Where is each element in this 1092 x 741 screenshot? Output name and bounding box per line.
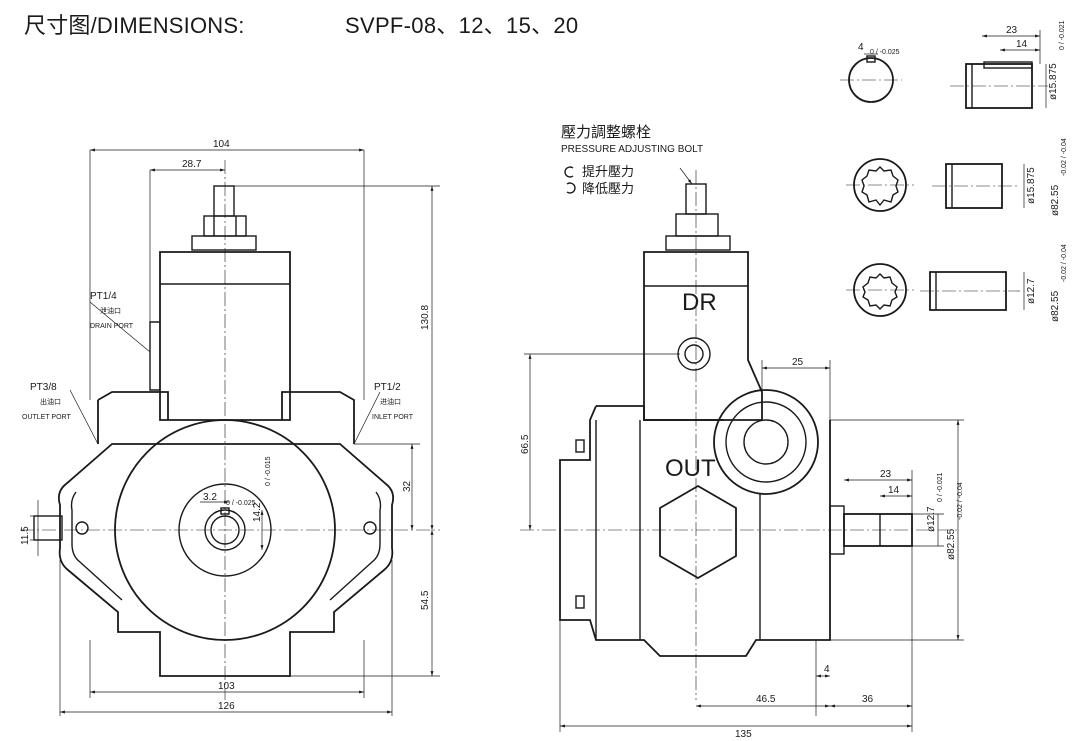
drawing-title: 尺寸图/DIMENSIONS: bbox=[24, 13, 245, 38]
adjust-bolt-cn: 壓力調整螺栓 bbox=[561, 124, 651, 141]
spline1-pilot-tol: -0.02 / -0.04 bbox=[1061, 138, 1068, 176]
dim-32: 32 bbox=[402, 480, 413, 492]
adjust-bolt-en: PRESSURE ADJUSTING BOLT bbox=[561, 144, 703, 155]
outlet-boss bbox=[713, 389, 819, 495]
dim-key-tol: 0 / -0.025 bbox=[226, 500, 256, 507]
out-label: OUT bbox=[665, 455, 716, 482]
shaft-options: 4 0 / -0.025 23 14 ø15.875 0 / -0.021 ø1… bbox=[840, 20, 1068, 322]
side-dim-135: 135 bbox=[735, 729, 752, 740]
side-view: 壓力調整螺栓 PRESSURE ADJUSTING BOLT 提升壓力 降低壓力… bbox=[520, 124, 964, 740]
dim-11-5: 11.5 bbox=[20, 526, 31, 545]
outlet-port bbox=[743, 419, 789, 465]
side-dim-66-5: 66.5 bbox=[520, 434, 531, 454]
inlet-port-en: INLET PORT bbox=[372, 414, 414, 421]
front-view: 104 28.7 130.8 32 54.5 11.5 3.2 0 / -0.0… bbox=[20, 139, 440, 716]
mount-hole-left bbox=[75, 521, 89, 535]
key-shaft-dia: ø15.875 bbox=[1048, 63, 1059, 100]
inlet-hex bbox=[659, 484, 737, 580]
side-dim-46-5: 46.5 bbox=[756, 694, 776, 705]
side-dim-23: 23 bbox=[880, 469, 892, 480]
key-shaft-len: 23 bbox=[1006, 25, 1018, 36]
dim-shaft-depth: 14.2 bbox=[252, 502, 263, 522]
side-dim-36: 36 bbox=[862, 694, 874, 705]
outlet-port-cn: 出油口 bbox=[40, 397, 61, 406]
side-shaft-dia-tol: 0 / -0.021 bbox=[937, 472, 944, 502]
key-width-tol: 0 / -0.025 bbox=[870, 49, 900, 56]
increase-pressure: 提升壓力 bbox=[582, 164, 634, 179]
dim-shaft-depth-tol: 0 / -0.015 bbox=[265, 456, 272, 486]
dim-28-7: 28.7 bbox=[182, 159, 202, 170]
dr-label: DR bbox=[682, 289, 717, 316]
dim-130-8: 130.8 bbox=[420, 305, 431, 330]
spline2-side bbox=[929, 271, 1007, 311]
spline2-pilot-tol: -0.02 / -0.04 bbox=[1061, 244, 1068, 282]
increase-arrow-icon bbox=[564, 166, 574, 178]
inlet-port-cn: 进油口 bbox=[380, 397, 401, 406]
dim-103: 103 bbox=[218, 681, 235, 692]
mount-hole-right bbox=[363, 521, 377, 535]
side-pilot-dia: ø82.55 bbox=[946, 528, 957, 560]
spline2-dia: ø12.7 bbox=[1026, 278, 1037, 304]
drain-port-cn: 泄油口 bbox=[100, 306, 121, 315]
side-dim-25: 25 bbox=[792, 357, 804, 368]
upper-body bbox=[159, 251, 291, 421]
key-shaft-dia-tol: 0 / -0.021 bbox=[1059, 20, 1066, 50]
side-main-body bbox=[559, 405, 831, 657]
dim-126: 126 bbox=[218, 701, 235, 712]
drain-port-en: DRAIN PORT bbox=[90, 323, 134, 330]
side-shaft-dia: ø12.7 bbox=[926, 506, 937, 532]
spline1-dia: ø15.875 bbox=[1026, 167, 1037, 204]
outlet-port-en: OUTLET PORT bbox=[22, 414, 71, 421]
side-dim-4: 4 bbox=[824, 664, 830, 675]
decrease-arrow-icon bbox=[566, 182, 576, 194]
adjust-bolt bbox=[213, 185, 235, 217]
dim-104: 104 bbox=[213, 139, 230, 150]
dim-54-5: 54.5 bbox=[420, 590, 431, 610]
outlet-port-code: PT3/8 bbox=[30, 382, 57, 393]
inlet-port-code: PT1/2 bbox=[374, 382, 401, 393]
key-width: 4 bbox=[858, 42, 864, 53]
mounting-flange bbox=[57, 443, 395, 677]
decrease-pressure: 降低壓力 bbox=[582, 181, 634, 196]
drain-port bbox=[677, 337, 711, 371]
side-dim-14: 14 bbox=[888, 485, 900, 496]
key-shaft-side bbox=[965, 63, 1033, 109]
spline1-pilot: ø82.55 bbox=[1050, 184, 1061, 216]
key-shaft-keylen: 14 bbox=[1016, 39, 1028, 50]
side-pilot-tol: -0.02 / -0.04 bbox=[957, 482, 964, 520]
dim-key-width: 3.2 bbox=[203, 492, 217, 503]
model-numbers: SVPF-08、12、15、20 bbox=[345, 13, 579, 38]
drain-port-code: PT1/4 bbox=[90, 291, 117, 302]
spline2-pilot: ø82.55 bbox=[1050, 290, 1061, 322]
housing-top bbox=[97, 391, 355, 444]
